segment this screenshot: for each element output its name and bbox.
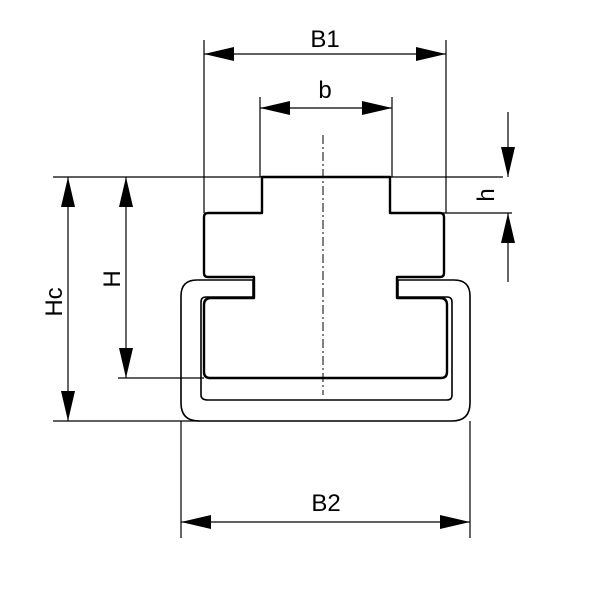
B1-arrow-right: [416, 47, 446, 61]
B2-arrow-right: [440, 515, 470, 529]
h-arrow-top: [501, 147, 515, 177]
B1-label: B1: [310, 26, 339, 53]
B1-arrow-left: [204, 47, 234, 61]
Hc-arrow-bottom: [61, 391, 75, 421]
h-arrow-bottom: [501, 213, 515, 243]
b-label: b: [318, 77, 331, 104]
t-profile: [202, 175, 449, 380]
b-arrow-left: [260, 101, 290, 115]
h-label: h: [473, 188, 500, 201]
H-arrow-top: [119, 177, 133, 207]
outer-guide-channel: [180, 279, 471, 422]
B2-label: B2: [311, 490, 340, 517]
B2-arrow-left: [181, 515, 211, 529]
Hc-arrow-top: [61, 177, 75, 207]
b-arrow-right: [362, 101, 392, 115]
Hc-label: Hc: [41, 287, 68, 316]
H-arrow-bottom: [119, 348, 133, 378]
H-label: H: [99, 270, 126, 287]
